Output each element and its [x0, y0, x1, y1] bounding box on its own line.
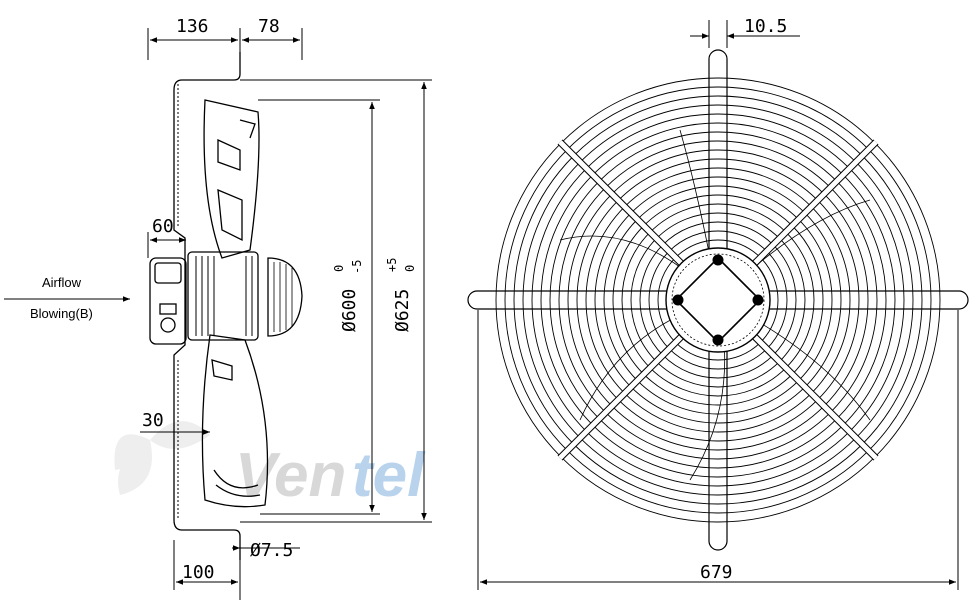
guard-ring: [522, 104, 914, 496]
junction-box: [149, 257, 187, 345]
guard-ring: [594, 176, 842, 424]
guard-ring: [648, 230, 788, 370]
guard-ring: [585, 167, 851, 433]
dim-100: 100: [182, 562, 215, 583]
dim-dia-7-5: Ø7.5: [250, 540, 293, 561]
guard-ring: [612, 194, 824, 406]
blowing-label: Blowing(B): [30, 306, 93, 321]
lower-blade: [201, 334, 269, 508]
front-view-dimension-texts: 10.5 679: [700, 16, 787, 583]
guard-ring: [513, 95, 923, 505]
dim-679: 679: [700, 562, 733, 583]
airflow-indicator: Airflow Blowing(B): [4, 275, 130, 321]
dim-dia-600: Ø600: [339, 289, 360, 332]
front-view-dimensions: [477, 20, 959, 590]
airflow-label: Airflow: [42, 275, 82, 290]
guard-ring: [630, 212, 806, 388]
guard-ring: [621, 203, 815, 397]
watermark-fan-icon: [114, 421, 210, 495]
guard-ring: [540, 122, 896, 478]
rotor-cap: [267, 257, 303, 337]
guard-ring: [531, 113, 905, 487]
guard-ring: [549, 131, 887, 469]
dim-30: 30: [142, 410, 164, 431]
dim-dia-600-tol-lower: -5: [350, 260, 364, 274]
side-view-dimension-texts: 136 78 60 Ø600 0 -5 Ø625 +5 0 30 Ø7.5 10…: [142, 16, 417, 583]
guard-profile: [173, 52, 241, 560]
guard-ring: [567, 149, 869, 451]
dim-dia-625-tol-upper: +5: [385, 258, 399, 272]
dim-136: 136: [176, 16, 209, 37]
guard-ring: [495, 77, 941, 523]
guard-ring: [639, 221, 797, 379]
watermark-text-accent: tel: [352, 441, 426, 510]
dim-dia-625-tol-lower: 0: [403, 265, 417, 272]
front-view: [467, 49, 969, 551]
guard-ring: [576, 158, 860, 442]
watermark-logo: Ven tel: [114, 421, 426, 510]
dim-10-5: 10.5: [744, 16, 787, 37]
dim-dia-600-tol-upper: 0: [332, 265, 346, 272]
motor-housing: [187, 251, 259, 341]
guard-ring: [657, 239, 779, 361]
guard-rings: [495, 77, 941, 523]
guard-ring: [504, 86, 932, 514]
guard-ring: [558, 140, 878, 460]
dim-dia-625: Ø625: [392, 289, 413, 332]
dim-78: 78: [258, 16, 280, 37]
side-view-dimensions: [140, 28, 432, 590]
side-view: [149, 52, 303, 600]
upper-blade: [203, 99, 260, 259]
watermark-text-primary: Ven: [235, 441, 346, 510]
dim-60: 60: [152, 216, 174, 237]
